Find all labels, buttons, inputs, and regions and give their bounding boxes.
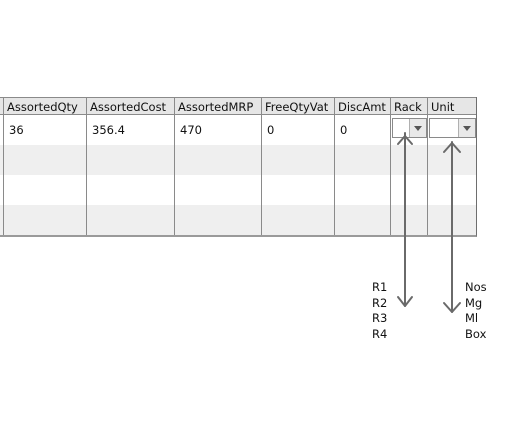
cell-assorted-qty[interactable] xyxy=(4,205,87,235)
rack-option[interactable]: R3 xyxy=(372,311,388,325)
cell-rack xyxy=(391,115,428,145)
unit-option[interactable]: Nos xyxy=(465,280,487,294)
table-row[interactable] xyxy=(0,145,476,175)
cell-free-qty-vat[interactable] xyxy=(262,145,335,175)
cell-assorted-qty[interactable] xyxy=(4,145,87,175)
chevron-down-icon[interactable] xyxy=(458,119,475,137)
rack-options-list: R1 R2 R3 R4 xyxy=(372,280,387,342)
table-row[interactable]: 36 356.4 470 0 0 xyxy=(0,115,476,145)
column-header-assorted-mrp[interactable]: AssortedMRP xyxy=(175,97,262,115)
cell-prev[interactable] xyxy=(0,145,4,175)
cell-assorted-cost[interactable] xyxy=(87,145,175,175)
cell-prev[interactable] xyxy=(0,115,4,145)
cell-free-qty-vat[interactable]: 0 xyxy=(262,115,335,145)
rack-option[interactable]: R2 xyxy=(372,295,388,310)
cell-assorted-mrp[interactable] xyxy=(175,145,262,175)
cell-prev[interactable] xyxy=(0,205,4,235)
cell-assorted-qty[interactable]: 36 xyxy=(4,115,87,145)
column-header-rack[interactable]: Rack xyxy=(391,97,428,115)
cell-free-qty-vat[interactable] xyxy=(262,175,335,205)
unit-option[interactable]: Ml xyxy=(465,311,479,325)
column-header-unit[interactable]: Unit xyxy=(428,97,476,115)
cell-disc-amt[interactable] xyxy=(335,205,391,235)
column-header-disc-amt[interactable]: DiscAmt xyxy=(335,97,391,115)
cell-assorted-mrp[interactable] xyxy=(175,205,262,235)
column-header-free-qty-vat[interactable]: FreeQtyVat xyxy=(262,97,335,115)
rack-arrow-icon xyxy=(397,132,413,307)
rack-dropdown[interactable] xyxy=(392,118,427,138)
cell-assorted-qty[interactable] xyxy=(4,175,87,205)
cell-assorted-cost[interactable] xyxy=(87,205,175,235)
column-header-assorted-qty[interactable]: AssortedQty xyxy=(4,97,87,115)
column-header-assorted-cost[interactable]: AssortedCost xyxy=(87,97,175,115)
cell-free-qty-vat[interactable] xyxy=(262,205,335,235)
cell-prev[interactable] xyxy=(0,175,4,205)
cell-assorted-mrp[interactable]: 470 xyxy=(175,115,262,145)
cell-rack[interactable] xyxy=(391,175,428,205)
cell-rack[interactable] xyxy=(391,205,428,235)
unit-option[interactable]: Box xyxy=(465,326,487,341)
table-row[interactable] xyxy=(0,175,476,205)
chevron-down-icon[interactable] xyxy=(409,119,426,137)
cell-assorted-cost[interactable]: 356.4 xyxy=(87,115,175,145)
data-grid: AssortedQty AssortedCost AssortedMRP Fre… xyxy=(0,97,477,237)
table-row[interactable] xyxy=(0,205,476,235)
cell-assorted-cost[interactable] xyxy=(87,175,175,205)
cell-assorted-mrp[interactable] xyxy=(175,175,262,205)
rack-option[interactable]: R1 xyxy=(372,280,388,294)
unit-option[interactable]: Mg xyxy=(465,295,483,310)
cell-disc-amt[interactable]: 0 xyxy=(335,115,391,145)
cell-disc-amt[interactable] xyxy=(335,175,391,205)
cell-rack[interactable] xyxy=(391,145,428,175)
column-header-prev[interactable] xyxy=(0,97,4,115)
unit-arrow-icon xyxy=(443,141,461,313)
cell-disc-amt[interactable] xyxy=(335,145,391,175)
unit-options-list: Nos Mg Ml Box xyxy=(465,280,487,342)
rack-option[interactable]: R4 xyxy=(372,326,388,341)
unit-dropdown[interactable] xyxy=(429,118,476,138)
